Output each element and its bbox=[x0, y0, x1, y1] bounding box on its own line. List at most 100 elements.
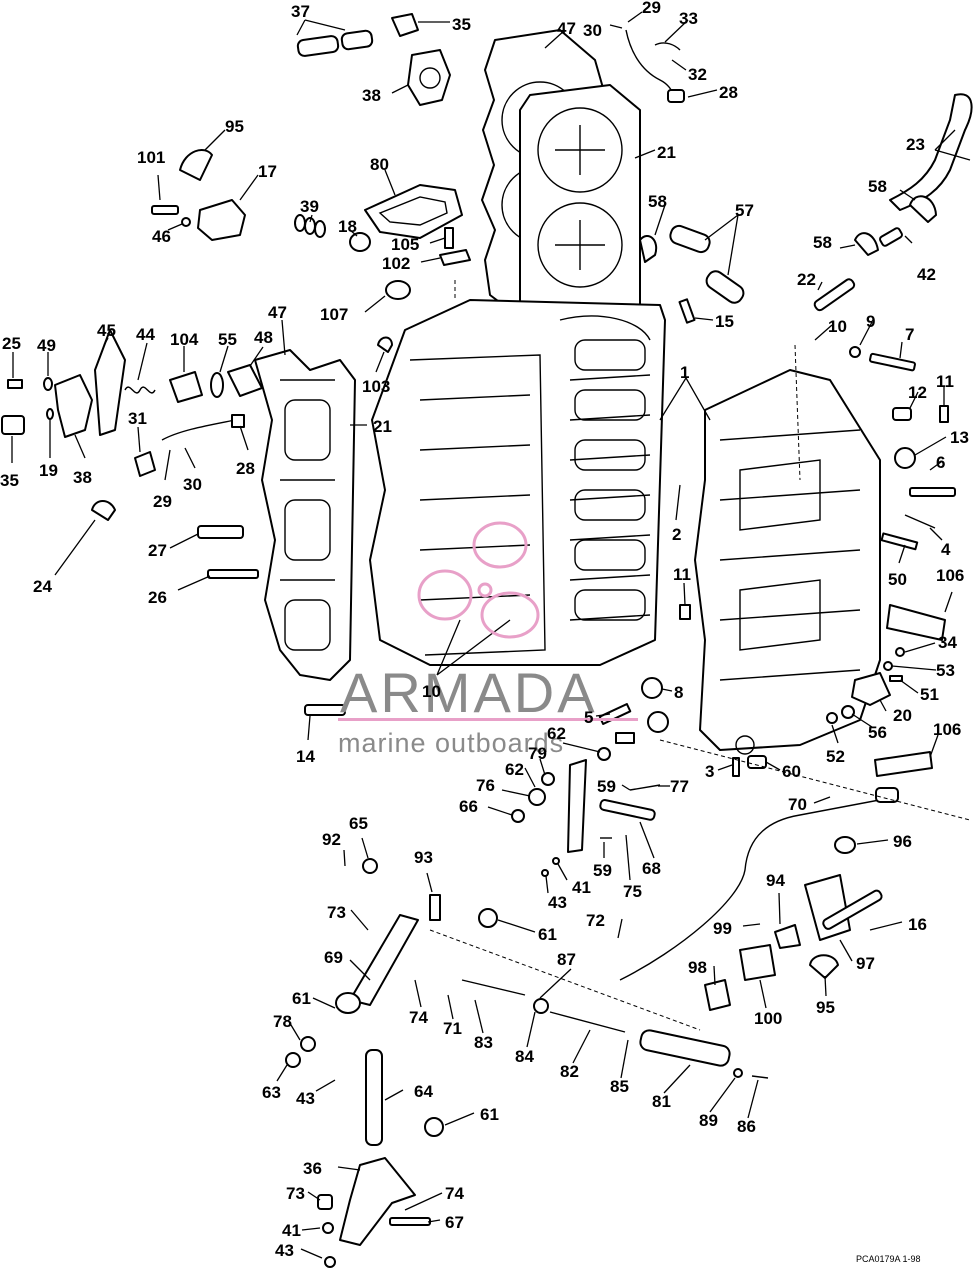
pin-15 bbox=[678, 298, 696, 324]
callout-1: 1 bbox=[680, 363, 689, 382]
watermark-tagline: marine outboards bbox=[338, 728, 564, 758]
callout-11-b: 11 bbox=[673, 565, 691, 584]
callout-70: 70 bbox=[788, 795, 807, 814]
washer-52 bbox=[826, 712, 838, 724]
callout-13: 13 bbox=[950, 428, 969, 447]
bolt-67 bbox=[389, 1217, 431, 1226]
callout-80: 80 bbox=[370, 155, 389, 174]
callout-83: 83 bbox=[474, 1033, 493, 1052]
clip-58b bbox=[909, 195, 937, 223]
screw-51 bbox=[889, 675, 903, 682]
bracket-106b bbox=[874, 751, 933, 777]
throttle-rod-83 bbox=[461, 979, 526, 996]
callout-74-b: 74 bbox=[445, 1184, 464, 1203]
leader-lines bbox=[11, 11, 971, 1259]
plug-13 bbox=[894, 447, 916, 469]
callout-20: 20 bbox=[893, 706, 912, 725]
callout-48: 48 bbox=[254, 328, 273, 347]
callout-61-b: 61 bbox=[292, 989, 311, 1008]
bolt-93 bbox=[429, 894, 441, 921]
callout-77: 77 bbox=[670, 777, 689, 796]
water-pump-housing-38b bbox=[54, 374, 93, 438]
armada-watermark: ARMADA marine outboards bbox=[338, 521, 638, 758]
callout-82: 82 bbox=[560, 1062, 579, 1081]
callout-26: 26 bbox=[148, 588, 167, 607]
callout-28-b: 28 bbox=[236, 459, 255, 478]
callout-23: 23 bbox=[906, 135, 925, 154]
callout-92: 92 bbox=[322, 830, 341, 849]
callout-17: 17 bbox=[258, 162, 277, 181]
callout-31: 31 bbox=[128, 409, 147, 428]
screw-25 bbox=[7, 379, 23, 389]
callout-32: 32 bbox=[688, 65, 707, 84]
callout-21: 21 bbox=[657, 143, 676, 162]
callout-22: 22 bbox=[797, 270, 816, 289]
link-64 bbox=[365, 1049, 383, 1146]
fitting-84 bbox=[533, 998, 549, 1014]
callout-30-b: 30 bbox=[183, 475, 202, 494]
callout-36: 36 bbox=[303, 1159, 322, 1178]
callout-65: 65 bbox=[349, 814, 368, 833]
parts-layer bbox=[1, 13, 973, 1268]
callout-76: 76 bbox=[476, 776, 495, 795]
washer-46 bbox=[181, 217, 191, 227]
bracket-102 bbox=[439, 249, 471, 266]
cylinder-block bbox=[369, 299, 666, 666]
callout-59: 59 bbox=[597, 777, 616, 796]
link-68 bbox=[599, 799, 656, 821]
alignment-line-2 bbox=[659, 739, 971, 821]
washer-43a bbox=[541, 869, 549, 877]
fitting-11a bbox=[939, 405, 949, 423]
callout-81: 81 bbox=[652, 1092, 671, 1111]
callout-8: 8 bbox=[674, 683, 683, 702]
callout-9: 9 bbox=[866, 312, 875, 331]
washer-9 bbox=[849, 346, 861, 358]
callout-58-b: 58 bbox=[813, 233, 832, 252]
pin-86 bbox=[751, 1075, 769, 1079]
callout-61: 61 bbox=[538, 925, 557, 944]
spring-39 bbox=[294, 214, 326, 238]
clip-58a bbox=[639, 235, 658, 263]
callout-53: 53 bbox=[936, 661, 955, 680]
callout-35-b: 35 bbox=[0, 471, 19, 490]
cylinder-head-gasket-top bbox=[519, 84, 641, 331]
gasket-45 bbox=[94, 329, 126, 436]
callout-6: 6 bbox=[936, 453, 945, 472]
callout-99: 99 bbox=[713, 919, 732, 938]
fitting-103 bbox=[377, 336, 393, 353]
callout-62: 62 bbox=[547, 724, 566, 743]
spring-82 bbox=[549, 1011, 626, 1033]
clamp-95b bbox=[809, 954, 839, 979]
callout-27: 27 bbox=[148, 541, 167, 560]
callout-15: 15 bbox=[715, 312, 734, 331]
hose-piece-37b bbox=[340, 29, 374, 51]
callout-85: 85 bbox=[610, 1077, 629, 1096]
washer-8b bbox=[647, 711, 669, 733]
callout-95: 95 bbox=[225, 117, 244, 136]
callout-49: 49 bbox=[37, 336, 56, 355]
watermark-brand: ARMADA bbox=[340, 661, 598, 724]
clip-58c bbox=[854, 232, 879, 256]
callout-59-b: 59 bbox=[593, 861, 612, 880]
callout-62-b: 62 bbox=[505, 760, 524, 779]
bushing-61a bbox=[478, 908, 498, 928]
nut-62a bbox=[597, 747, 611, 761]
cylinder-head-cover-left bbox=[254, 349, 356, 681]
callout-10-b: 10 bbox=[422, 682, 441, 701]
clip-24 bbox=[91, 500, 116, 521]
screw-105 bbox=[444, 227, 454, 249]
drawing-code: PCA0179A 1-98 bbox=[856, 1254, 921, 1264]
callout-61-c: 61 bbox=[480, 1105, 499, 1124]
callout-89: 89 bbox=[699, 1111, 718, 1130]
hose-57a bbox=[669, 224, 711, 254]
callout-14: 14 bbox=[296, 747, 315, 766]
callout-64: 64 bbox=[414, 1082, 433, 1101]
callout-106: 106 bbox=[936, 566, 964, 585]
callout-41: 41 bbox=[572, 878, 591, 897]
callout-104: 104 bbox=[170, 330, 199, 349]
callout-5: 5 bbox=[584, 708, 593, 727]
bracket-97 bbox=[804, 874, 851, 941]
callout-29: 29 bbox=[642, 0, 661, 17]
bracket-106a bbox=[886, 604, 946, 641]
